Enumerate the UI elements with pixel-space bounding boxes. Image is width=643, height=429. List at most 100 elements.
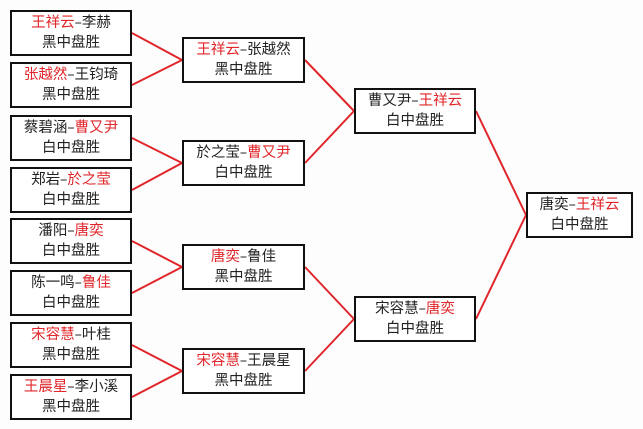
match-players: 宋容慧–唐奕 [356, 299, 474, 319]
match-result: 黑中盘胜 [42, 347, 100, 363]
match-players: 王祥云–张越然 [184, 40, 303, 60]
match-box-round3: 曹又尹–王祥云白中盘胜 [354, 88, 476, 134]
match-box-round4: 唐奕–王祥云白中盘胜 [526, 192, 633, 238]
separator: – [239, 145, 248, 161]
separator: – [74, 15, 82, 31]
connector [304, 59, 355, 112]
match-box-round1: 陈一鸣–鲁佳白中盘胜 [10, 270, 132, 316]
match-players: 王晨星–李小溪 [12, 377, 130, 397]
connector [131, 370, 183, 398]
winner-name: 曹又尹 [74, 120, 119, 136]
separator: – [60, 172, 68, 188]
match-result: 白中盘胜 [550, 217, 609, 233]
match-result: 白中盘胜 [42, 192, 100, 208]
match-box-round1: 潘阳–唐奕白中盘胜 [10, 218, 132, 264]
match-players: 陈一鸣–鲁佳 [12, 273, 130, 293]
winner-name: 於之莹 [67, 172, 111, 188]
player-name: 李赫 [81, 15, 111, 31]
player-name: 鲁佳 [247, 249, 277, 265]
separator: – [239, 353, 248, 369]
match-players: 曹又尹–王祥云 [356, 91, 474, 111]
separator: – [74, 275, 82, 291]
separator: – [67, 223, 75, 239]
match-result: 白中盘胜 [42, 140, 100, 156]
winner-name: 唐奕 [425, 301, 455, 317]
match-players: 宋容慧–王晨星 [184, 351, 303, 371]
winner-name: 张越然 [23, 67, 68, 83]
player-name: 蔡碧涵 [23, 120, 68, 136]
winner-name: 唐奕 [210, 249, 240, 265]
match-players: 潘阳–唐奕 [12, 221, 130, 241]
separator: – [568, 197, 576, 213]
player-name: 宋容慧 [375, 301, 419, 317]
match-result: 黑中盘胜 [214, 373, 273, 389]
connector [131, 59, 183, 86]
connector [131, 32, 183, 61]
connector [304, 110, 355, 164]
player-name: 王钧琦 [74, 67, 119, 83]
winner-name: 曹又尹 [247, 145, 291, 161]
connector [131, 137, 183, 164]
connector [131, 240, 183, 268]
match-result: 黑中盘胜 [214, 62, 273, 78]
match-box-round2: 唐奕–鲁佳黑中盘胜 [182, 244, 305, 290]
separator: – [67, 379, 75, 395]
winner-name: 王祥云 [575, 197, 620, 213]
separator: – [239, 42, 248, 58]
player-name: 陈一鸣 [31, 275, 75, 291]
player-name: 曹又尹 [367, 93, 412, 109]
player-name: 潘阳 [38, 223, 68, 239]
winner-name: 唐奕 [74, 223, 104, 239]
match-box-round1: 王晨星–李小溪黑中盘胜 [10, 374, 132, 420]
match-box-round3: 宋容慧–唐奕白中盘胜 [354, 296, 476, 342]
match-result: 黑中盘胜 [42, 35, 100, 51]
match-result: 白中盘胜 [386, 321, 444, 337]
winner-name: 王晨星 [23, 379, 68, 395]
match-players: 宋容慧–叶桂 [12, 325, 130, 345]
winner-name: 宋容慧 [31, 327, 75, 343]
match-box-round2: 王祥云–张越然黑中盘胜 [182, 37, 305, 83]
connector [304, 318, 355, 372]
player-name: 李小溪 [74, 379, 119, 395]
separator: – [67, 67, 75, 83]
separator: – [418, 301, 426, 317]
connector [475, 110, 527, 216]
match-players: 唐奕–鲁佳 [184, 247, 303, 267]
match-players: 唐奕–王祥云 [528, 195, 631, 215]
player-name: 郑岩 [31, 172, 61, 188]
separator: – [74, 327, 82, 343]
winner-name: 鲁佳 [81, 275, 111, 291]
match-box-round2: 於之莹–曹又尹白中盘胜 [182, 140, 305, 186]
winner-name: 王祥云 [196, 42, 240, 58]
match-box-round1: 蔡碧涵–曹又尹白中盘胜 [10, 115, 132, 161]
match-box-round1: 宋容慧–叶桂黑中盘胜 [10, 322, 132, 368]
match-players: 於之莹–曹又尹 [184, 143, 303, 163]
match-box-round1: 张越然–王钧琦黑中盘胜 [10, 62, 132, 108]
match-box-round2: 宋容慧–王晨星黑中盘胜 [182, 348, 305, 394]
separator: – [67, 120, 75, 136]
player-name: 王晨星 [247, 353, 291, 369]
separator: – [239, 249, 248, 265]
connector [304, 266, 355, 320]
match-players: 王祥云–李赫 [12, 13, 130, 33]
connector [131, 162, 183, 191]
match-box-round1: 王祥云–李赫黑中盘胜 [10, 10, 132, 56]
separator: – [411, 93, 419, 109]
connector [131, 266, 183, 294]
match-players: 郑岩–於之莹 [12, 170, 130, 190]
match-result: 白中盘胜 [42, 295, 100, 311]
connector [131, 344, 183, 372]
match-result: 黑中盘胜 [214, 269, 273, 285]
match-result: 白中盘胜 [42, 243, 100, 259]
player-name: 叶桂 [81, 327, 111, 343]
match-players: 张越然–王钧琦 [12, 65, 130, 85]
player-name: 於之莹 [196, 145, 240, 161]
winner-name: 王祥云 [418, 93, 463, 109]
match-players: 蔡碧涵–曹又尹 [12, 118, 130, 138]
connector [475, 214, 527, 320]
match-result: 黑中盘胜 [42, 399, 100, 415]
winner-name: 王祥云 [31, 15, 75, 31]
match-result: 白中盘胜 [214, 165, 273, 181]
match-result: 白中盘胜 [386, 113, 444, 129]
